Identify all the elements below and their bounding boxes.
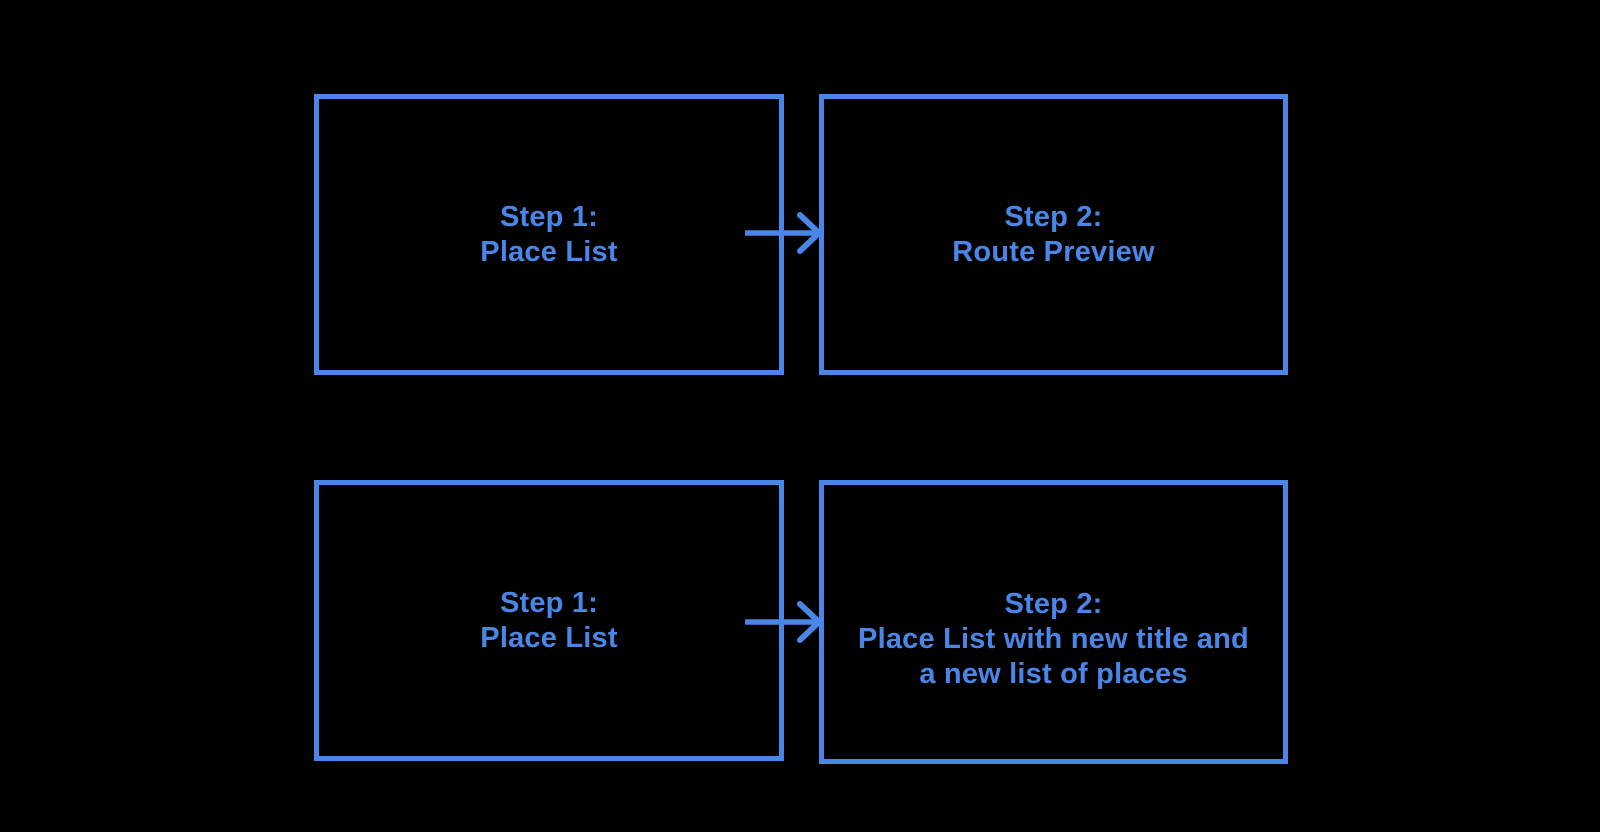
step-description: Route Preview	[952, 235, 1155, 268]
step-title: Step 1:	[499, 200, 599, 233]
flow2-step2-label: Step 2: Place List with new title and a …	[858, 587, 1249, 692]
step-description: Place List with new title and	[858, 622, 1249, 655]
flow1-step2-box: Step 2: Route Preview	[819, 94, 1288, 375]
step-description: Place List	[480, 621, 618, 654]
right-arrow-icon	[740, 599, 825, 645]
step-title: Step 1:	[499, 586, 599, 619]
step-description: a new list of places	[919, 657, 1188, 690]
flow2-step1-label: Step 1: Place List	[480, 586, 617, 656]
flow1-step1-label: Step 1: Place List	[480, 200, 617, 270]
flow2-step1-box: Step 1: Place List	[314, 480, 784, 761]
step-description: Place List	[480, 235, 618, 268]
flow1-step1-box: Step 1: Place List	[314, 94, 784, 375]
right-arrow-icon	[740, 210, 825, 256]
step-title: Step 2:	[1004, 200, 1103, 233]
flow2-step2-box: Step 2: Place List with new title and a …	[819, 480, 1288, 764]
step-title: Step 2:	[1004, 587, 1103, 620]
flow1-step2-label: Step 2: Route Preview	[952, 200, 1154, 270]
